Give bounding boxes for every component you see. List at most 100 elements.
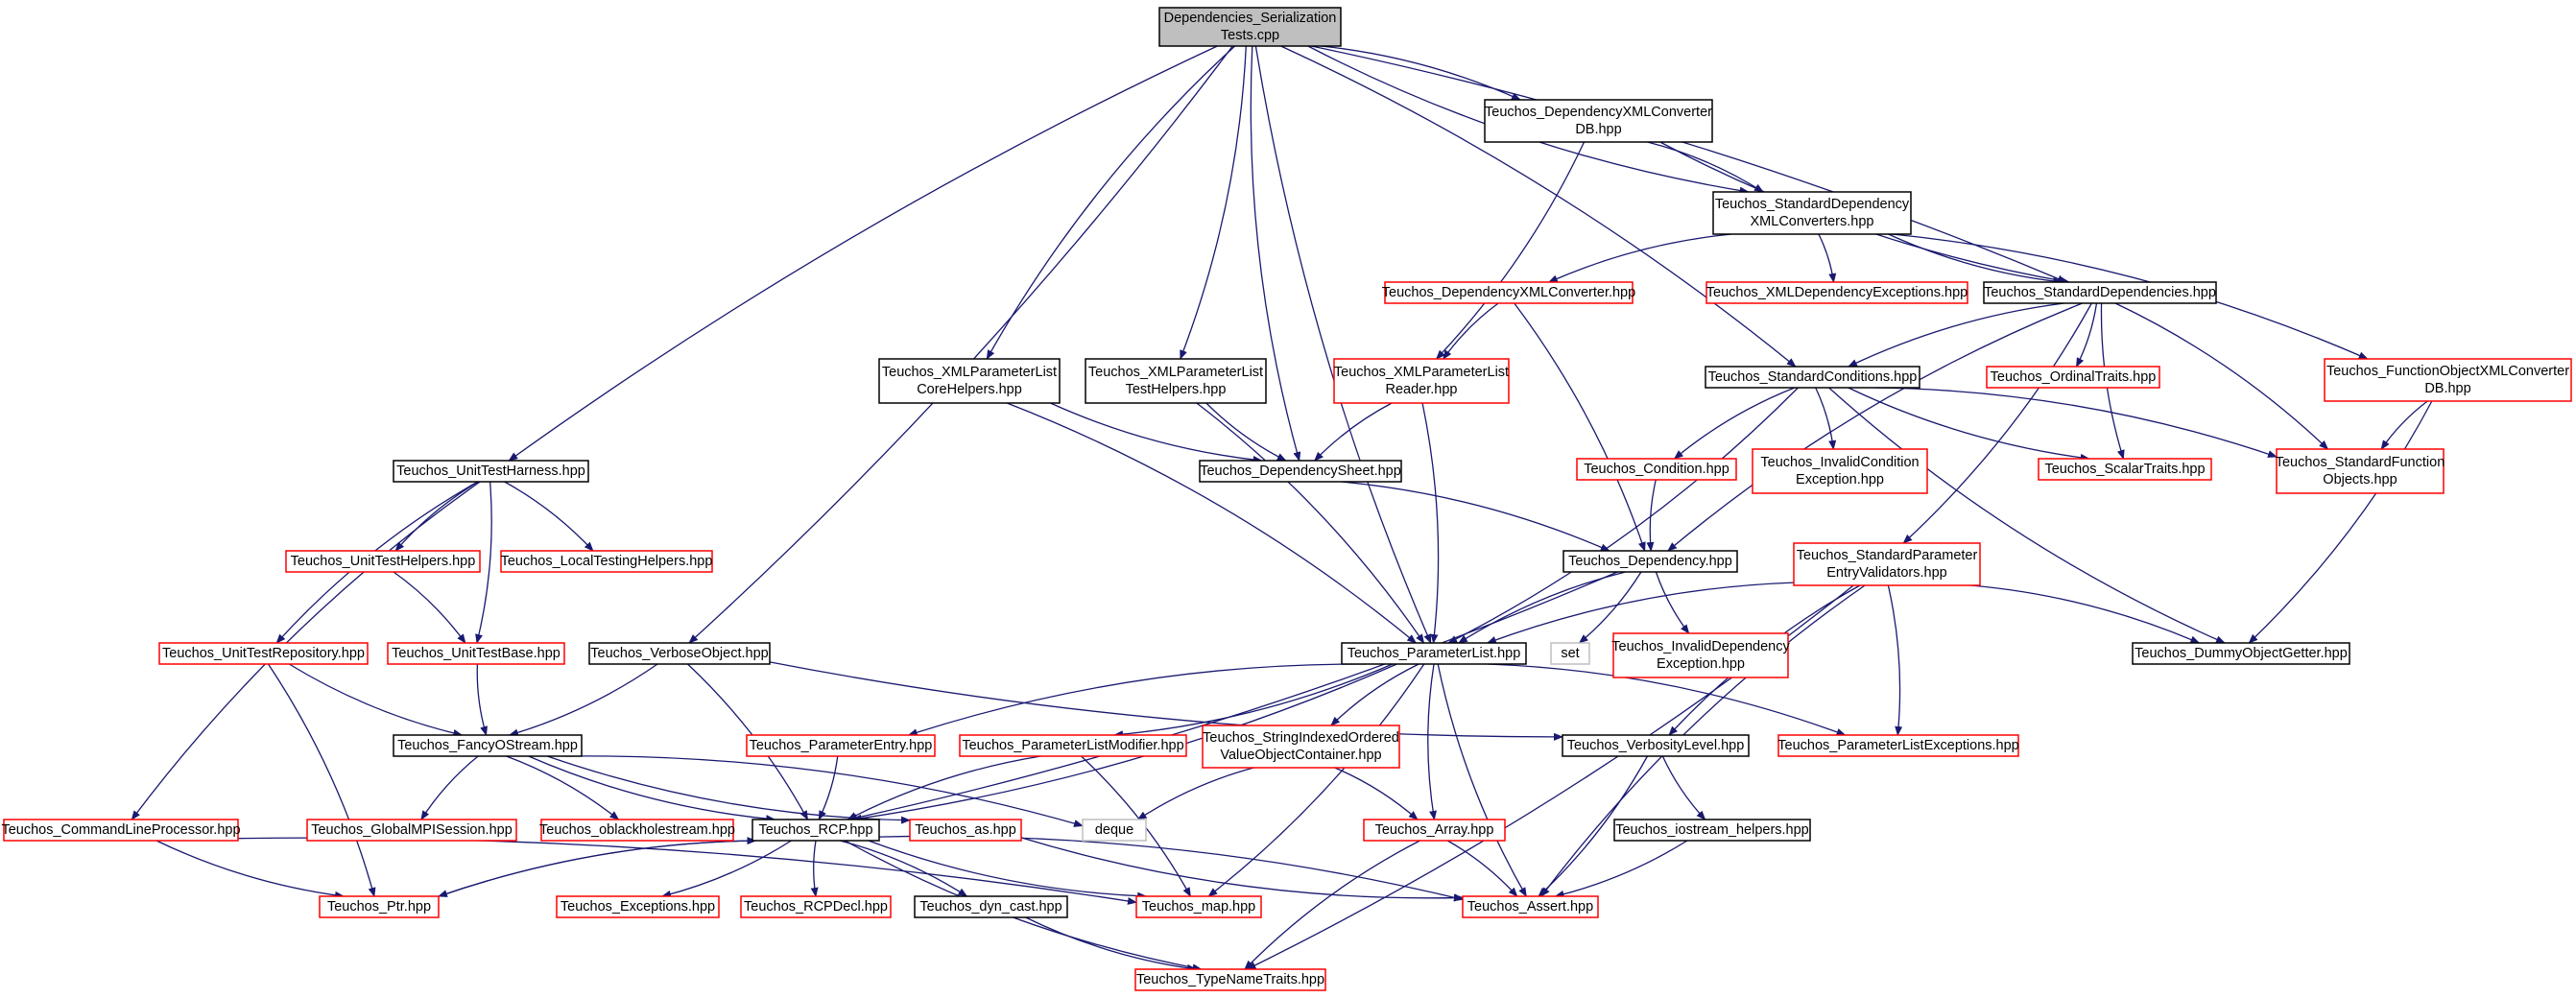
edge-xmlplcore-to-paramlist [1006,402,1418,644]
node-box [2324,358,2572,402]
node-iostreamhelpers[interactable]: Teuchos_iostream_helpers.hpp [1613,819,1811,842]
node-box [1613,819,1811,842]
node-map[interactable]: Teuchos_map.hpp [1135,895,1262,918]
node-dummyobj[interactable]: Teuchos_DummyObjectGetter.hpp [2132,642,2350,665]
edge-stddepxml-to-funcobjxml [1892,233,2369,360]
node-rcp[interactable]: Teuchos_RCP.hpp [751,819,880,842]
node-unittestbase[interactable]: Teuchos_UnitTestBase.hpp [387,642,565,665]
node-verboseobj[interactable]: Teuchos_VerboseObject.hpp [588,642,771,665]
node-box [1082,819,1147,842]
node-box [1705,366,1920,389]
edge-rcp-to-typenametraits [845,840,1203,972]
edge-funcobjxml-to-dummyobj [2248,400,2433,644]
node-box [158,642,369,665]
node-stringindexed[interactable]: Teuchos_StringIndexedOrderedValueObjectC… [1202,725,1400,769]
node-label: Teuchos_DependencyXMLConverter [1485,105,1712,120]
node-box [1202,725,1400,769]
edge-unittesthelpers-to-unittestbase [393,571,466,644]
node-deque[interactable]: deque [1082,819,1147,842]
node-label: DB.hpp [1575,122,1621,137]
node-paramentry[interactable]: Teuchos_ParameterEntry.hpp [746,734,936,757]
node-unittestrepo[interactable]: Teuchos_UnitTestRepository.hpp [158,642,369,665]
node-unittesthelpers[interactable]: Teuchos_UnitTestHelpers.hpp [285,550,481,573]
edge-depxmlconvdb-to-stddepxml [1647,141,1764,193]
node-typenametraits[interactable]: Teuchos_TypeNameTraits.hpp [1134,968,1326,991]
node-box [2276,448,2445,494]
edge-unittestrepo-to-fancyostream [288,663,464,737]
edge-rcp-to-assert [878,835,1464,902]
node-depxmlconv[interactable]: Teuchos_DependencyXMLConverter.hpp [1382,281,1635,304]
node-box [393,734,583,757]
node-label: Teuchos_Array.hpp [1375,822,1494,838]
node-exceptions[interactable]: Teuchos_Exceptions.hpp [556,895,720,918]
node-label: Teuchos_GlobalMPISession.hpp [311,822,513,838]
node-label: Teuchos_UnitTestRepository.hpp [162,646,365,661]
node-stdconds[interactable]: Teuchos_StandardConditions.hpp [1705,366,1920,389]
node-assert[interactable]: Teuchos_Assert.hpp [1462,895,1599,918]
node-label: Teuchos_XMLParameterList [882,365,1057,380]
edge-as-to-assert [1020,837,1464,902]
node-array[interactable]: Teuchos_Array.hpp [1363,819,1506,842]
node-stddepxml[interactable]: Teuchos_StandardDependencyXMLConverters.… [1712,191,1912,235]
node-ptr[interactable]: Teuchos_Ptr.hpp [319,895,440,918]
node-box [1085,358,1267,404]
edge-paramlist-to-array [1427,663,1437,820]
node-as[interactable]: Teuchos_as.hpp [909,819,1022,842]
node-box [1777,734,2019,757]
node-box [1705,281,1968,304]
node-unittestharness[interactable]: Teuchos_UnitTestHarness.hpp [393,460,589,483]
edge-unittestharness-to-localtesting [504,481,594,552]
node-paramlist[interactable]: Teuchos_ParameterList.hpp [1341,642,1527,665]
node-box [1712,191,1912,235]
node-localtesting[interactable]: Teuchos_LocalTestingHelpers.hpp [500,550,713,573]
node-label: Teuchos_TypeNameTraits.hpp [1136,972,1324,987]
node-oblackhole[interactable]: Teuchos_oblackholestream.hpp [539,819,735,842]
node-stdparamvalid[interactable]: Teuchos_StandardParameterEntryValidators… [1793,542,1981,586]
edge-paramlist-to-paramentry [907,663,1367,737]
node-cmdline[interactable]: Teuchos_CommandLineProcessor.hpp [1,819,241,842]
node-condition[interactable]: Teuchos_Condition.hpp [1576,458,1737,481]
node-label: Teuchos_DependencySheet.hpp [1200,463,1401,479]
node-rcpdecl[interactable]: Teuchos_RCPDecl.hpp [740,895,892,918]
node-box [1333,358,1510,404]
node-box [556,895,720,918]
node-label: Teuchos_OrdinalTraits.hpp [1991,369,2157,385]
node-label: Objects.hpp [2323,472,2397,487]
node-stddeps[interactable]: Teuchos_StandardDependencies.hpp [1983,281,2217,304]
node-depsheet[interactable]: Teuchos_DependencySheet.hpp [1199,460,1402,483]
node-dyncast[interactable]: Teuchos_dyn_cast.hpp [914,895,1068,918]
edge-unittestharness-to-unittesthelpers [394,481,479,552]
node-plmodifier[interactable]: Teuchos_ParameterListModifier.hpp [959,734,1187,757]
edge-root-to-unittestharness [508,45,1218,462]
edge-root-to-stdconds [1280,45,1797,368]
edge-unittestbase-to-fancyostream [476,663,488,736]
edge-stddeps-to-ordinal [2075,302,2098,368]
node-fancyostream[interactable]: Teuchos_FancyOStream.hpp [393,734,583,757]
edge-stdconds-to-stdfuncobj [1873,387,2278,458]
edge-rcp-to-ptr [438,840,756,897]
node-box [319,895,440,918]
edge-xmlpltest-to-depsheet [1205,402,1287,462]
node-dependency[interactable]: Teuchos_Dependency.hpp [1562,550,1738,573]
node-ordinal[interactable]: Teuchos_OrdinalTraits.hpp [1986,366,2160,389]
node-plexceptions[interactable]: Teuchos_ParameterListExceptions.hpp [1777,734,2019,757]
edge-root-to-depsheet [1250,45,1301,462]
node-set[interactable]: set [1550,642,1590,665]
node-globalmpi[interactable]: Teuchos_GlobalMPISession.hpp [306,819,517,842]
node-label: Teuchos_Assert.hpp [1467,899,1593,915]
edge-dependency-to-paramlist [1457,571,1626,644]
node-scalar[interactable]: Teuchos_ScalarTraits.hpp [2038,458,2212,481]
node-verbositylevel[interactable]: Teuchos_VerbosityLevel.hpp [1562,734,1750,757]
node-label: Teuchos_Ptr.hpp [327,899,431,915]
node-xmldepexc[interactable]: Teuchos_XMLDependencyExceptions.hpp [1705,281,1968,304]
node-label: CoreHelpers.hpp [917,382,1022,397]
